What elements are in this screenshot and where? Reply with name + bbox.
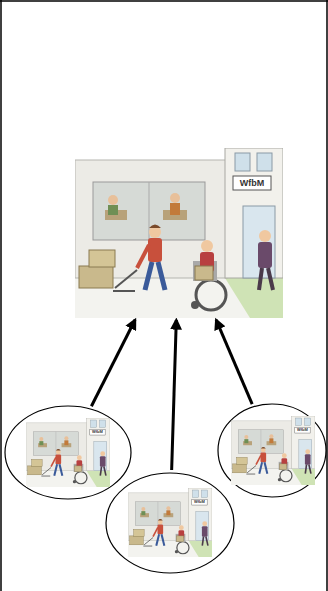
frame-line [0,0,2,591]
illustration-art [75,148,283,318]
circle-outline-shape [5,406,131,499]
building-sign: WfbM [233,176,271,190]
picture-box: WfbM [75,148,283,318]
workshop-illustration: WfbM [26,418,110,487]
building-sign: WfbM [192,499,207,505]
frame-line [326,0,328,591]
workshop-illustration: WfbM [75,148,283,318]
arrow-connector [216,320,252,404]
building-sign: WfbM [90,429,105,435]
picture-circle: WfbM [217,403,327,498]
frame-line [0,0,328,2]
workshop-illustration: WfbM [231,416,315,485]
illustration-scene [26,418,110,487]
arrow-connector [172,320,177,470]
circle-outline-shape [218,404,326,497]
illustration-scene [75,148,283,318]
arrow-connector [91,320,135,406]
workshop-illustration: WfbM [128,488,212,557]
illustration-art [128,488,212,557]
circle-outline-shape [106,473,234,573]
illustration-art [231,416,315,485]
picture-circle: WfbM [105,472,235,574]
illustration-scene [128,488,212,557]
illustration-art [26,418,110,487]
illustration-scene [231,416,315,485]
picture-circle: WfbM [4,405,132,500]
building-sign: WfbM [295,427,310,433]
